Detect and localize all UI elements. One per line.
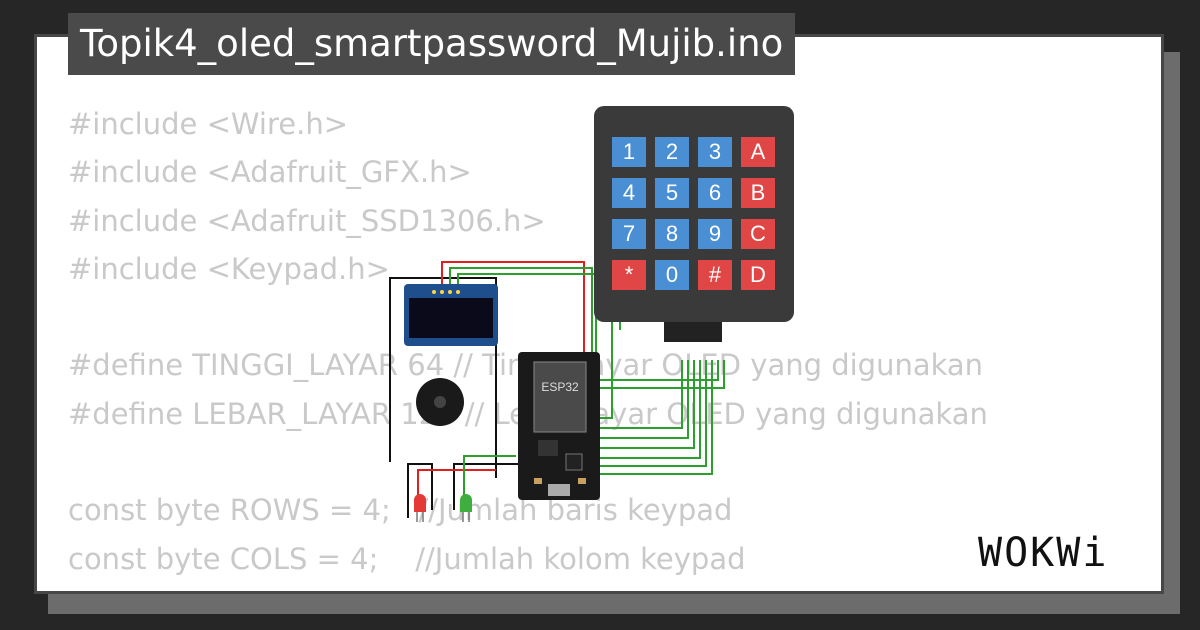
keypad-key[interactable]: 2 (655, 137, 689, 167)
project-title: Topik4_oled_smartpassword_Mujib.ino (68, 13, 796, 75)
keypad-key[interactable]: 5 (655, 178, 689, 208)
keypad-key[interactable]: D (741, 260, 775, 290)
keypad-key[interactable]: 4 (612, 178, 646, 208)
keypad-connector (664, 322, 722, 342)
keypad-key[interactable]: 1 (612, 137, 646, 167)
keypad-key[interactable]: 6 (698, 178, 732, 208)
code-preview: #include <Wire.h> #include <Adafruit_GFX… (68, 100, 1068, 583)
code-line (68, 293, 1068, 341)
keypad-key[interactable]: 7 (612, 219, 646, 249)
keypad-key[interactable]: # (698, 260, 732, 290)
code-line: #define LEBAR_LAYAR 128 // Lebar layar O… (68, 396, 988, 431)
keypad-key[interactable]: 3 (698, 137, 732, 167)
keypad-key[interactable]: 0 (655, 260, 689, 290)
keypad-key[interactable]: A (741, 137, 775, 167)
code-line: #include <Adafruit_GFX.h> (68, 155, 472, 190)
code-line: #include <Wire.h> (68, 107, 349, 141)
keypad-key[interactable]: C (741, 219, 775, 249)
code-line: #include <Adafruit_SSD1306.h> (68, 203, 546, 238)
wokwi-logo: WOKWi (976, 526, 1148, 578)
keypad-key[interactable]: * (612, 260, 646, 290)
code-line: const byte ROWS = 4; //Jumlah baris keyp… (68, 493, 733, 528)
esp32-chip-label: ESP32 (541, 380, 579, 394)
keypad-key[interactable]: 8 (655, 219, 689, 249)
keypad-key[interactable]: 9 (698, 219, 732, 249)
logo-wordmark: WOKWi (978, 530, 1108, 576)
keypad-key[interactable]: B (741, 178, 775, 208)
code-line (68, 438, 1068, 486)
code-line: const byte COLS = 4; //Jumlah kolom keyp… (68, 541, 746, 576)
code-line: #include <Keypad.h> (68, 251, 390, 286)
